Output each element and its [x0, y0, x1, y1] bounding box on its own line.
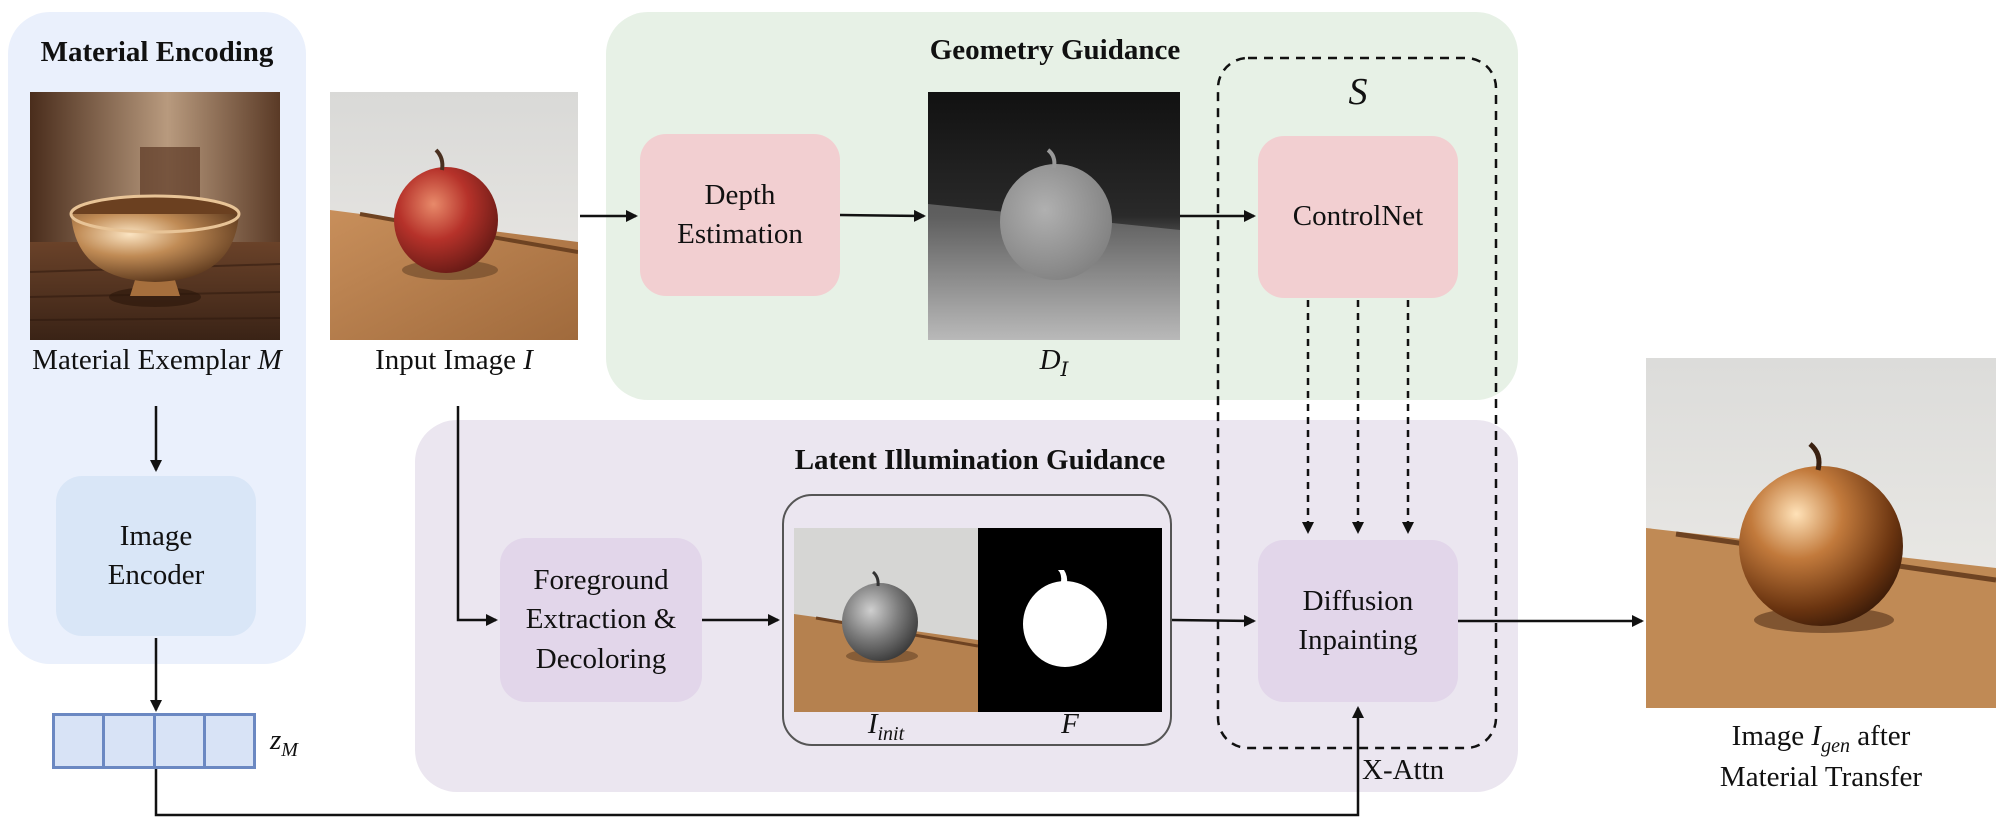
output-suffix: after — [1849, 720, 1911, 752]
init-image-label: Iinit — [794, 708, 978, 746]
arrow-input-to-foreground — [456, 406, 498, 626]
foreground-mask-image — [978, 528, 1162, 712]
mask-label: F — [1061, 708, 1079, 740]
depth-symbol-sub: I — [1060, 356, 1069, 381]
set-s-symbol: S — [1348, 71, 1368, 113]
latent-symbol-main: z — [270, 724, 282, 756]
output-symbol: I — [1811, 720, 1822, 752]
latent-illumination-title: Latent Illumination Guidance — [794, 444, 1166, 476]
input-image-symbol: I — [523, 344, 533, 376]
geometry-guidance-title: Geometry Guidance — [929, 34, 1181, 66]
init-symbol-sub: init — [877, 722, 905, 745]
depth-estimation-box: Depth Estimation — [640, 134, 840, 296]
material-exemplar-symbol: M — [257, 344, 282, 376]
output-label: Image Igen after Material Transfer — [1646, 718, 1996, 796]
material-exemplar-text: Material Exemplar — [32, 344, 258, 376]
material-exemplar-image — [30, 92, 280, 340]
output-subscript: gen — [1821, 734, 1850, 757]
material-encoding-title: Material Encoding — [40, 36, 274, 68]
latent-cell — [156, 716, 206, 766]
diffusion-inpainting-box: Diffusion Inpainting — [1258, 540, 1458, 702]
output-image — [1646, 358, 1996, 708]
output-prefix: Image — [1731, 720, 1812, 752]
latent-vector — [52, 713, 256, 769]
controlnet-box: ControlNet — [1258, 136, 1458, 298]
depth-map-label: DI — [928, 344, 1180, 381]
input-image — [330, 92, 578, 340]
output-label-line1: Image Igen after — [1646, 718, 1996, 759]
image-encoder-box: Image Encoder — [56, 476, 256, 636]
output-label-line2: Material Transfer — [1719, 760, 1923, 793]
arrow-group-to-diffusion — [1171, 614, 1256, 627]
init-symbol-main: I — [867, 708, 878, 740]
set-s-dashed-boundary — [1216, 56, 1498, 750]
material-exemplar-label: Material Exemplar M — [8, 344, 306, 377]
arrow-depth-to-map — [839, 209, 926, 222]
arrow-latent-to-diffusion — [154, 706, 1364, 817]
init-image — [794, 528, 978, 712]
latent-cell — [55, 716, 106, 766]
latent-cell — [105, 716, 156, 766]
foreground-extraction-box: Foreground Extraction & Decoloring — [500, 538, 702, 702]
depth-map-image — [928, 92, 1180, 340]
init-mask-group — [782, 494, 1172, 746]
input-image-label: Input Image I — [330, 344, 578, 377]
latent-symbol-sub: M — [281, 738, 298, 761]
x-attn-label: X-Attn — [1362, 754, 1445, 786]
latent-symbol: zM — [270, 724, 298, 762]
input-image-text: Input Image — [375, 344, 524, 376]
depth-symbol-main: D — [1039, 344, 1061, 376]
